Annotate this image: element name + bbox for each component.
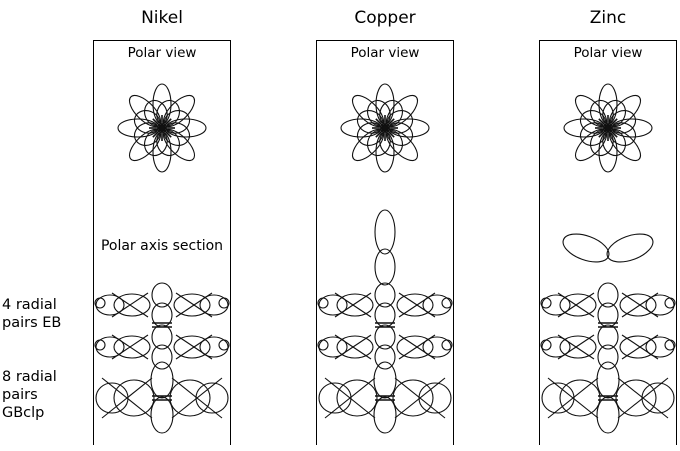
cross-line [557,334,595,360]
polar-view-label: Polar view [127,45,197,61]
radial-lobe [396,335,434,359]
small-ring [664,339,676,351]
cross-line [621,292,659,318]
big-lobe [615,379,657,417]
cross-line [334,334,372,360]
central-lobe [597,282,619,308]
cross-line [171,377,223,419]
top-lobe [606,233,654,263]
top-lobe [562,233,610,263]
radial-lobe [619,293,657,317]
rosette-core [381,124,389,132]
big-lobe [559,379,601,417]
central-lobe [151,344,173,370]
column-title-zinc: Zinc [589,8,627,28]
small-ring [317,339,329,351]
central-lobe [373,396,397,434]
central-lobe [150,396,174,434]
rosette-core [158,124,166,132]
radial-lobe [619,335,657,359]
big-lobe [336,379,378,417]
cross-line [394,377,446,419]
central-lobe [151,324,173,350]
central-lobe [596,396,620,434]
central-lobe [597,344,619,370]
central-lobe [150,361,174,399]
cross-line [617,377,669,419]
cross-line [324,377,376,419]
row-label-eb: 4 radial pairs EB [2,297,62,331]
big-lobe [169,379,211,417]
small-ring [94,297,106,309]
panel-zinc: Polar view [539,40,677,445]
cross-line [547,377,599,419]
small-ring [540,339,552,351]
cross-line [557,292,595,318]
panel-copper: Polar view [316,40,454,445]
cross-line [175,292,213,318]
big-lobe [318,382,352,414]
big-lobe [95,382,129,414]
big-lobe [195,382,229,414]
top-lobe [374,248,396,286]
polar-axis-section-label: Polar axis section [100,238,224,254]
cross-line [398,292,436,318]
panel-nikel: Polar view Polar axis section [93,40,231,445]
big-lobe [392,379,434,417]
radial-lobe [113,293,151,317]
top-lobe [374,209,396,255]
small-ring [94,339,106,351]
radial-lobe [173,293,211,317]
small-ring [664,297,676,309]
central-lobe [597,324,619,350]
small-ring [441,339,453,351]
cross-line [101,377,153,419]
central-lobe [374,324,396,350]
central-lobe [596,361,620,399]
central-lobe [151,282,173,308]
polar-view-label: Polar view [350,45,420,61]
small-ring [317,297,329,309]
cross-line [398,334,436,360]
cross-line [175,334,213,360]
radial-lobe [559,293,597,317]
big-lobe [541,382,575,414]
row-label-gbclp: 8 radial pairs GBclp [2,369,57,421]
big-lobe [113,379,155,417]
cross-line [111,292,149,318]
central-lobe [373,361,397,399]
small-ring [540,297,552,309]
polar-view-label: Polar view [573,45,643,61]
big-lobe [418,382,452,414]
cross-line [111,334,149,360]
cross-line [334,292,372,318]
radial-lobe [336,335,374,359]
column-title-nikel: Nikel [141,8,183,28]
big-lobe [641,382,675,414]
central-lobe [374,282,396,308]
rosette-core [604,124,612,132]
small-ring [218,297,230,309]
column-title-copper: Copper [354,8,416,28]
radial-lobe [173,335,211,359]
small-ring [441,297,453,309]
radial-lobe [396,293,434,317]
small-ring [218,339,230,351]
cross-line [621,334,659,360]
central-lobe [374,344,396,370]
radial-lobe [113,335,151,359]
radial-lobe [336,293,374,317]
radial-lobe [559,335,597,359]
